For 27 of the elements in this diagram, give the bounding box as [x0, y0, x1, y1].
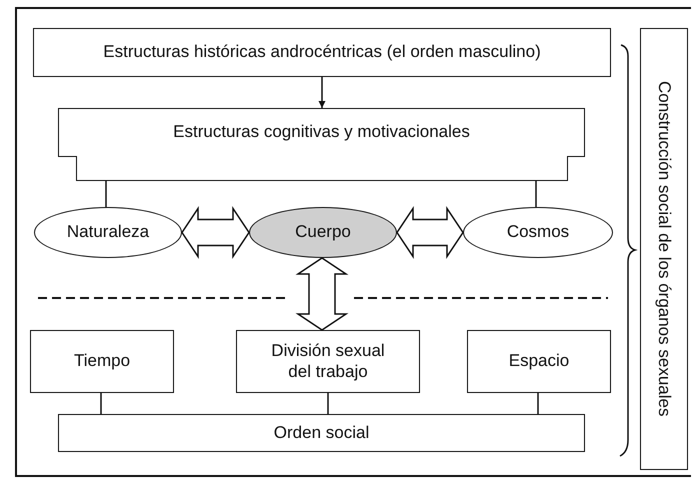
process-box: [236, 330, 420, 393]
block-arrow: [296, 257, 348, 331]
node-label: Naturaleza: [66, 222, 150, 243]
node-label: Estructuras cognitivas y motivacionales: [172, 122, 471, 143]
connector-line: [100, 393, 102, 414]
connector-line: [327, 393, 329, 414]
process-box: [30, 330, 174, 393]
node-label: Estructuras históricas androcéntricas (el orden masculino): [102, 42, 542, 63]
side-label-box: [640, 28, 688, 470]
process-box: [58, 414, 585, 452]
node-label: Orden social: [272, 422, 370, 444]
node-label: Tiempo: [72, 351, 132, 372]
connector-line: [535, 181, 537, 207]
node-label: Construcción social de los órganos sexuales: [654, 81, 676, 417]
arrow: [318, 77, 326, 108]
process-box: [467, 330, 611, 393]
node-label: Cuerpo: [294, 222, 352, 243]
block-arrow: [396, 206, 464, 259]
process-box: [33, 28, 611, 77]
node-label: División sexual del trabajo: [270, 341, 386, 382]
connector-line: [537, 393, 539, 414]
process-box: [58, 108, 585, 157]
empty-bar: [76, 156, 568, 181]
node-label: Espacio: [508, 351, 570, 372]
node-label: Cosmos: [506, 222, 570, 243]
block-arrow: [181, 206, 250, 259]
connector-line: [105, 181, 107, 207]
